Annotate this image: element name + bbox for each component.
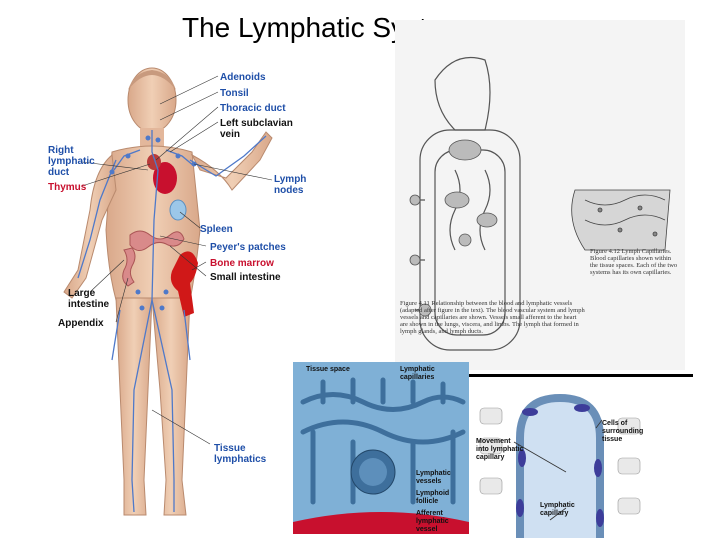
inset-label-lymphatic-vessels: Lymphatic vessels xyxy=(416,470,451,485)
inset-label-lymphatic-capillaries: Lymphatic capillaries xyxy=(400,366,435,381)
label-thymus: Thymus xyxy=(48,182,87,193)
label-spleen: Spleen xyxy=(200,224,233,235)
label-right-lymphatic-duct: Right lymphatic duct xyxy=(48,145,95,178)
label-thoracic-duct: Thoracic duct xyxy=(220,103,286,114)
leg-right xyxy=(151,297,191,516)
scanned-circulation-figure xyxy=(395,20,685,370)
capillary-detail xyxy=(470,378,700,538)
label-large-intestine: Large intestine xyxy=(68,288,110,310)
label-bone-marrow: Bone marrow xyxy=(210,258,274,269)
detail-label-lymphatic-capillary: Lymphatic capillary xyxy=(540,502,575,517)
label-small-intestine: Small intestine xyxy=(210,272,281,283)
label-lymph-nodes: Lymph nodes xyxy=(274,174,307,196)
spleen xyxy=(169,199,187,221)
label-peyers-patches: Peyer's patches xyxy=(210,242,286,253)
detail-label-cells-surrounding: Cells of surrounding tissue xyxy=(602,420,644,443)
label-left-subclavian-vein: Left subclavian vein xyxy=(220,118,293,140)
label-tonsil: Tonsil xyxy=(220,88,249,99)
capillary-inset xyxy=(293,362,469,534)
label-tissue-lymphatics: Tissue lymphatics xyxy=(214,443,267,465)
label-adenoids: Adenoids xyxy=(220,72,266,83)
label-appendix: Appendix xyxy=(58,318,104,329)
inset-label-lymphoid-follicle: Lymphoid follicle xyxy=(416,490,450,505)
inset-label-tissue-space: Tissue space xyxy=(306,366,350,373)
body-illustration xyxy=(63,67,273,516)
divider-line xyxy=(320,374,693,377)
scan-caption-left: Figure 4.11 Relationship between the blo… xyxy=(400,300,585,335)
bone-marrow xyxy=(170,251,198,317)
scan-caption-right: Figure 4.12 Lymph Capillaries. Blood cap… xyxy=(590,248,678,276)
inset-label-afferent-lymphatic-vessel: Afferent lymphatic vessel xyxy=(416,510,449,533)
detail-label-movement: Movement into lymphatic capillary xyxy=(476,438,524,461)
